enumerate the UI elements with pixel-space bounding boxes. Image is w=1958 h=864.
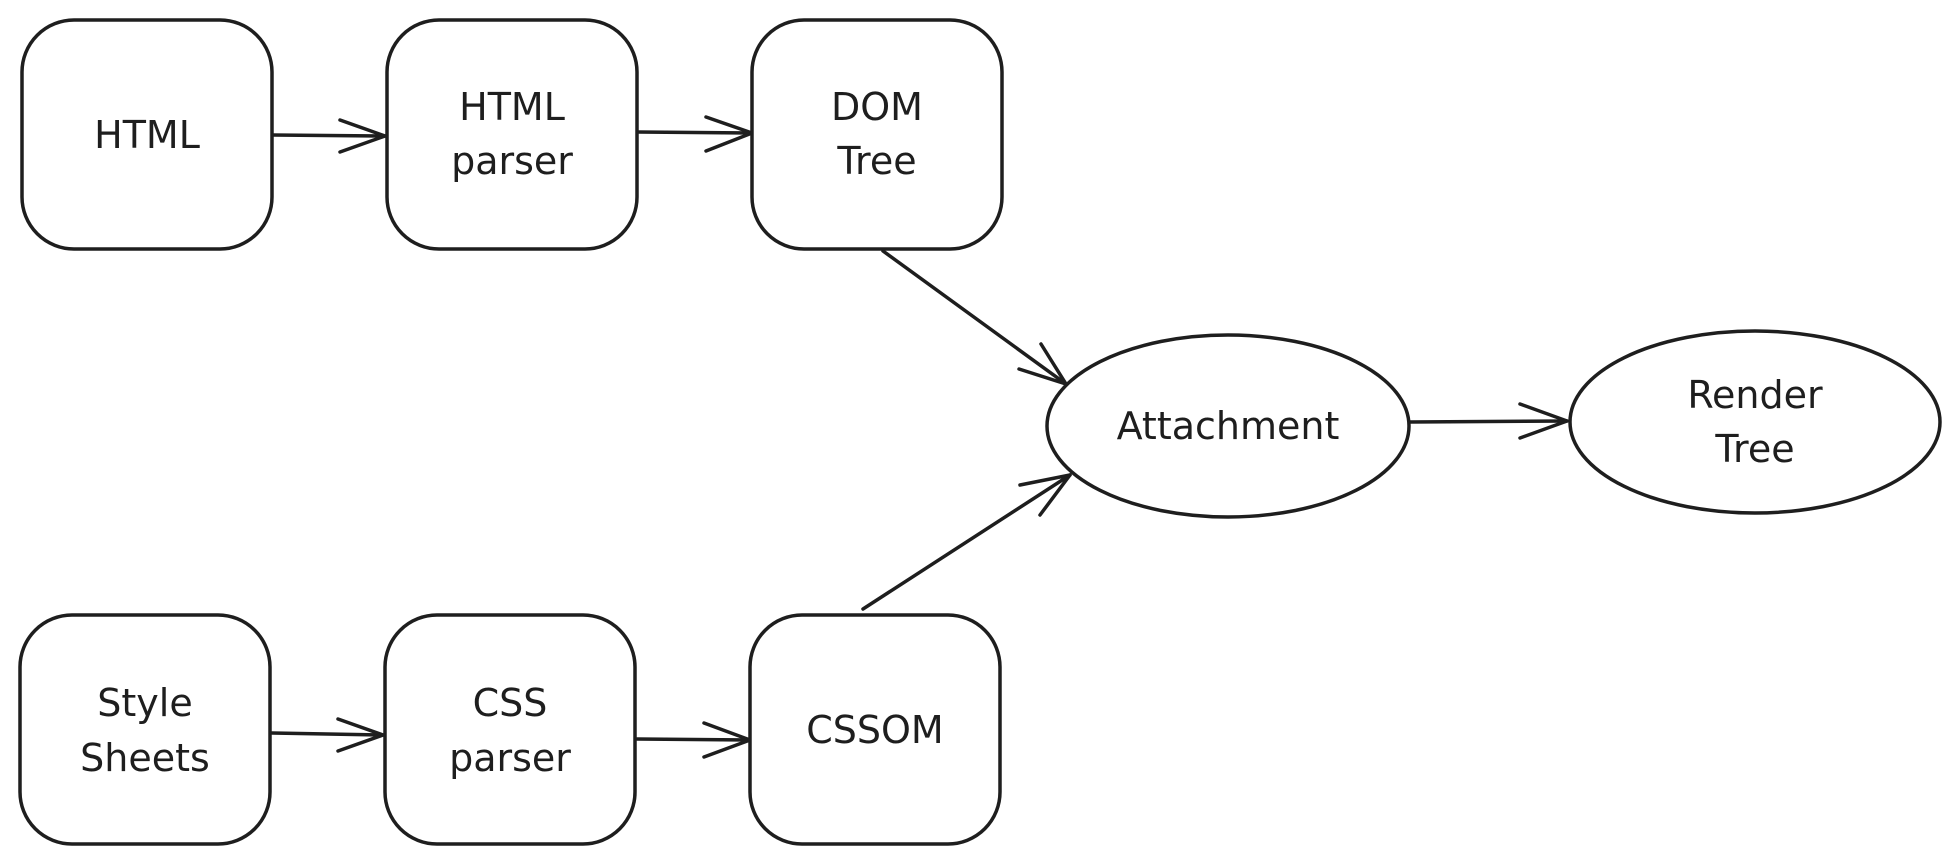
node-render-tree-label-line-2: Tree [1714,427,1794,471]
node-cssom-label-line-1: CSSOM [806,708,943,752]
node-css-parser-label-line-1: CSS [473,681,548,725]
node-html-parser-label-line-1: HTML [459,85,565,129]
edges [270,115,1569,759]
node-css-parser: CSS parser [383,613,637,846]
node-css-parser-label-line-2: parser [449,736,571,780]
node-style-sheets-label-line-1: Style [97,681,192,725]
node-html-label-line-1: HTML [94,113,200,157]
node-html-parser: HTML parser [385,18,639,251]
node-style-sheets: Style Sheets [18,613,272,846]
edge-attachment-to-render-tree [1408,402,1569,440]
node-dom-tree-label-line-2: Tree [836,139,916,183]
edge-cssom-to-attachment [861,473,1072,611]
node-attachment: Attachment [1045,333,1411,519]
edge-html-parser-to-dom-tree [635,115,754,153]
node-render-tree-label-line-1: Render [1687,373,1823,417]
node-render-tree: Render Tree [1568,329,1942,515]
node-dom-tree: DOM Tree [750,18,1004,251]
node-style-sheets-label-line-2: Sheets [80,736,210,780]
node-dom-tree-label-line-1: DOM [831,85,923,129]
edge-dom-tree-to-attachment [881,249,1068,386]
edge-html-to-html-parser [270,118,387,154]
node-cssom: CSSOM [748,613,1002,846]
node-html: HTML [20,18,274,251]
edge-css-parser-to-cssom [635,721,752,759]
node-html-parser-label-line-2: parser [451,139,573,183]
node-attachment-label-line-1: Attachment [1117,404,1340,448]
edge-style-sheets-to-css-parser [270,717,385,753]
